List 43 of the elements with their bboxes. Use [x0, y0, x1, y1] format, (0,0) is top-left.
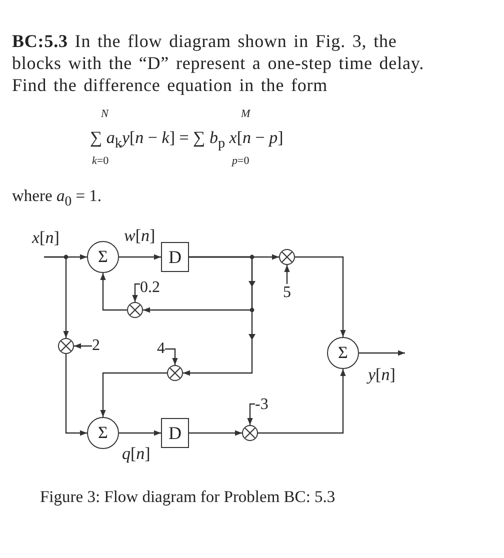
delay-block: D — [161, 242, 189, 272]
arrow — [119, 254, 161, 260]
gain-value: 4 — [157, 340, 165, 358]
edge-label: w[n] — [124, 226, 156, 246]
sum-limit: M — [241, 108, 250, 120]
edge-label: q[n] — [122, 444, 150, 464]
sum-limit: k=0 — [92, 155, 109, 167]
arrow — [100, 273, 127, 311]
figure-caption: Figure 3: Flow diagram for Problem BC: 5.3 — [40, 487, 336, 507]
sum-limit: N — [101, 108, 108, 120]
signal-label: y[n] — [368, 365, 396, 385]
arrow — [165, 348, 178, 365]
arrow — [183, 256, 253, 376]
arrow — [247, 403, 255, 425]
gain-value: 2 — [92, 337, 100, 355]
signal-label: x[n] — [32, 228, 60, 248]
summing-junction: Σ — [87, 241, 119, 273]
multiplier-symbol — [242, 425, 258, 441]
arrow — [100, 372, 167, 417]
multiplier-symbol — [58, 338, 74, 354]
arrow — [44, 256, 69, 338]
gain-value: -3 — [255, 396, 268, 414]
arrow — [74, 343, 92, 349]
arrow — [295, 256, 346, 337]
arrow — [132, 283, 140, 302]
arrow — [119, 430, 161, 436]
gain-value: 0.2 — [140, 279, 160, 297]
summing-junction: Σ — [87, 417, 119, 449]
arrow — [189, 430, 242, 436]
arrow — [258, 369, 346, 434]
delay-block: D — [161, 418, 189, 448]
arrow — [65, 354, 87, 436]
sum-limit: p=0 — [232, 155, 250, 167]
arrow — [284, 265, 290, 284]
multiplier-symbol — [279, 249, 295, 265]
multiplier-symbol — [167, 365, 183, 381]
gain-value: 5 — [283, 284, 291, 302]
arrow — [359, 350, 405, 356]
multiplier-symbol — [127, 302, 143, 318]
problem-text: BC:5.3 In the flow diagram shown in Fig. 3, the blocks with the “D” represent a one-step time delay. Find the difference equation in the form — [12, 30, 425, 96]
problem-text: where a$_{0}$ = 1. — [12, 186, 102, 210]
equation: ∑ a$_{k}$y[n − k] = ∑ b$_{p}$ x[n − p] — [90, 128, 284, 152]
summing-junction: Σ — [327, 337, 359, 369]
